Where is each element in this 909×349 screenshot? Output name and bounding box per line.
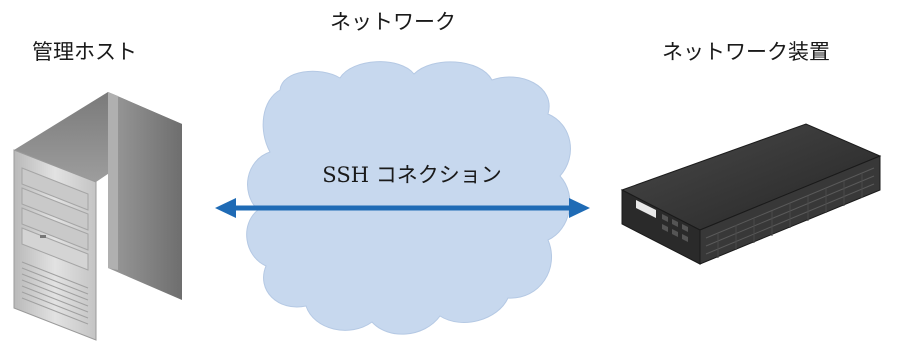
right-arrowhead xyxy=(569,198,590,218)
cloud-icon xyxy=(246,61,571,335)
network-switch-icon xyxy=(620,123,882,265)
network-label: ネットワーク xyxy=(330,10,456,34)
left-arrowhead xyxy=(215,198,236,218)
bidirectional-arrow-icon xyxy=(215,198,590,218)
server-tower-icon xyxy=(13,92,182,341)
host-label: 管理ホスト xyxy=(32,40,137,64)
device-label: ネットワーク装置 xyxy=(662,40,830,64)
connection-label: SSH コネクション xyxy=(322,163,501,187)
